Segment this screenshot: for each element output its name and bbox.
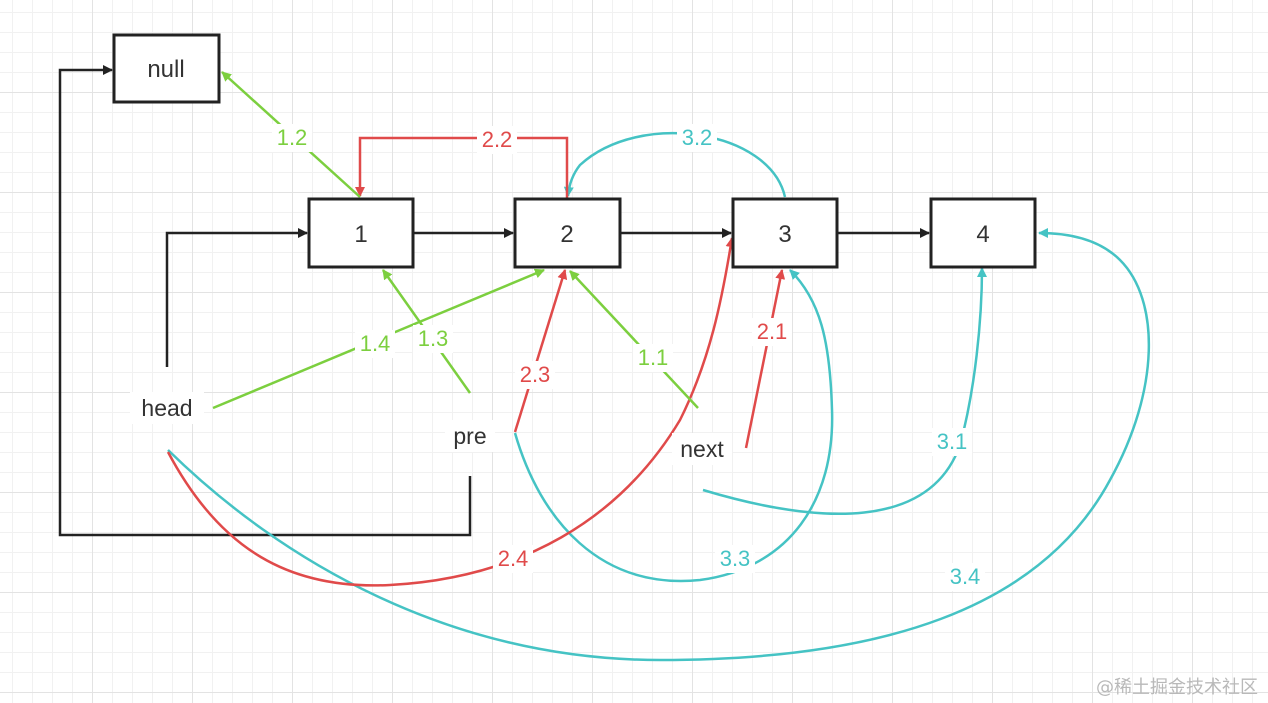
step-label-1-1: 1.1 — [638, 345, 669, 370]
node-4-label: 4 — [976, 221, 989, 248]
variable-next: next — [680, 436, 724, 462]
arrow-3-3 — [513, 269, 834, 583]
step-label-2-3: 2.3 — [520, 362, 551, 387]
step-label-1-3: 1.3 — [418, 326, 449, 351]
arrow-2-3 — [513, 269, 568, 433]
arrow-head-to-node-1 — [165, 228, 308, 367]
step-label-3-2: 3.2 — [682, 125, 713, 150]
arrow-2-2 — [355, 136, 569, 198]
step-label-2-1: 2.1 — [757, 319, 788, 344]
structure-arrows — [58, 65, 930, 537]
step-3-arrows — [167, 132, 1150, 662]
arrow-3-4 — [167, 228, 1150, 662]
step-1-arrows — [212, 71, 699, 410]
node-null-label: null — [147, 56, 184, 83]
step-label-1-2: 1.2 — [277, 125, 308, 150]
node-3-label: 3 — [778, 221, 791, 248]
step-label-2-4: 2.4 — [498, 546, 529, 571]
variable-pre: pre — [453, 423, 486, 449]
step-label-1-4: 1.4 — [360, 331, 391, 356]
step-label-3-4: 3.4 — [950, 564, 981, 589]
variable-head: head — [141, 395, 192, 421]
arrow-1-1 — [569, 270, 699, 409]
node-2-label: 2 — [560, 221, 573, 248]
node-null: null — [112, 33, 221, 104]
step-2-arrows — [166, 136, 786, 587]
arrow-2-4 — [166, 237, 736, 587]
arrow-3-1 — [702, 267, 987, 515]
arrow-3-2 — [563, 132, 787, 198]
step-labels: 1.2 1.4 1.3 1.1 2.2 2.3 2.1 2.4 3.2 3.1 … — [272, 124, 985, 591]
step-label-3-1: 3.1 — [937, 429, 968, 454]
node-2: 2 — [513, 197, 622, 269]
arrow-2-1 — [744, 269, 786, 449]
node-3: 3 — [731, 197, 839, 269]
arrow-pre-to-null — [58, 65, 472, 537]
step-label-3-3: 3.3 — [720, 546, 751, 571]
node-4: 4 — [929, 197, 1037, 269]
watermark: @稀土掘金技术社区 — [1096, 677, 1258, 698]
step-label-2-2: 2.2 — [482, 127, 513, 152]
node-1-label: 1 — [354, 221, 367, 248]
node-1: 1 — [307, 197, 415, 269]
